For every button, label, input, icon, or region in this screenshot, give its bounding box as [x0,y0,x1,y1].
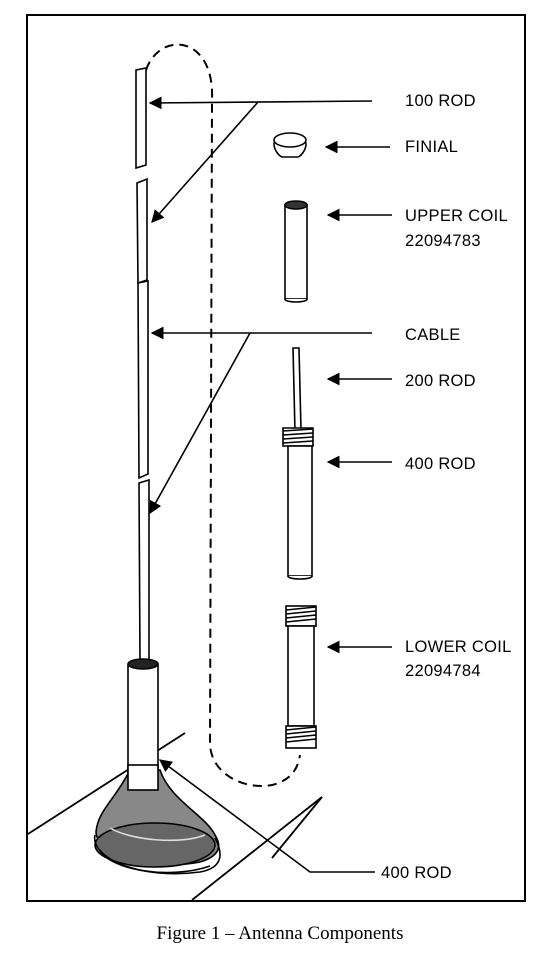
label-upper-coil: UPPER COIL [405,207,508,225]
label-upper-coil-part-number: 22094783 [405,232,481,250]
label-cable: CABLE [405,326,461,344]
figure-caption: Figure 1 – Antenna Components [156,923,404,944]
assembled-antenna [127,67,159,791]
rod-200-part [292,347,302,434]
label-100-rod: 100 ROD [405,92,476,110]
label-400-rod-part: 400 ROD [405,455,476,473]
label-lower-coil: LOWER COIL [405,638,512,656]
label-200-rod: 200 ROD [405,372,476,390]
leader-lines [148,96,392,873]
lower-coil-part [285,605,317,749]
rod-400-part [282,427,314,580]
cable-dashed [145,43,301,787]
figure-frame [26,14,526,902]
finial-part [273,132,307,158]
label-400-rod-base: 400 ROD [381,864,452,882]
upper-coil-part [284,200,308,303]
mounting-surface [27,732,323,901]
label-lower-coil-part-number: 22094784 [405,662,481,680]
label-finial: FINIAL [405,138,459,156]
magnetic-base [94,764,221,875]
